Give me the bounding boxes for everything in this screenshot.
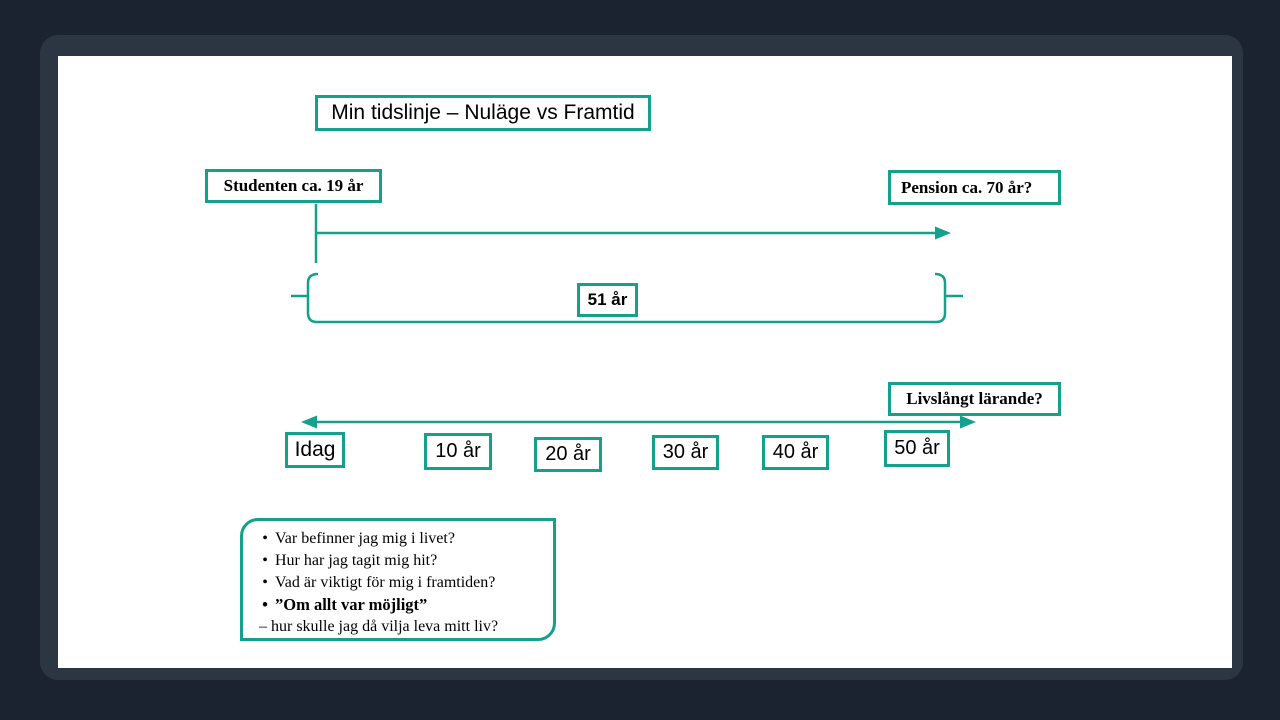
- marker-label: 20 år: [545, 443, 591, 465]
- slide-canvas: Min tidslinje – Nuläge vs Framtid Studen…: [58, 56, 1232, 668]
- span-duration-label: 51 år: [587, 290, 628, 309]
- timeline-end-box: Pension ca. 70 år?: [888, 170, 1061, 205]
- connector-layer: [291, 204, 976, 429]
- slide-title: Min tidslinje – Nuläge vs Framtid: [331, 101, 635, 124]
- bottom-timeline-arrowhead-left: [301, 415, 317, 429]
- marker-box-10ar: 10 år: [424, 433, 492, 470]
- timeline-start-label: Studenten ca. 19 år: [223, 176, 364, 195]
- bubble-bullet-text: Var befinner jag mig i livet?: [275, 530, 455, 547]
- timeline-start-box: Studenten ca. 19 år: [205, 169, 382, 203]
- bullet-icon: •: [262, 552, 268, 569]
- bubble-footer-line: – hur skulle jag då vilja leva mitt liv?: [259, 618, 499, 635]
- bubble-bullet-item: • ”Om allt var möjligt”: [255, 594, 543, 616]
- bubble-bullet-item: • Var befinner jag mig i livet?: [255, 528, 543, 550]
- marker-box-30ar: 30 år: [652, 435, 719, 470]
- marker-box-50ar: 50 år: [884, 430, 950, 467]
- bubble-bullet-text: ”Om allt var möjligt”: [275, 595, 428, 614]
- timeline-end-label: Pension ca. 70 år?: [901, 177, 1033, 197]
- marker-box-40ar: 40 år: [762, 435, 829, 470]
- span-duration-box: 51 år: [577, 283, 638, 317]
- bullet-icon: •: [262, 574, 268, 591]
- bullet-icon: •: [262, 595, 268, 614]
- reflection-bubble: • Var befinner jag mig i livet? • Hur ha…: [240, 518, 556, 641]
- slide-title-box: Min tidslinje – Nuläge vs Framtid: [315, 95, 651, 131]
- marker-label: Idag: [294, 438, 336, 461]
- lifelong-learning-label: Livslångt lärande?: [906, 389, 1043, 408]
- bubble-bullet-text: Hur har jag tagit mig hit?: [275, 552, 438, 569]
- bullet-icon: •: [262, 530, 268, 547]
- marker-label: 50 år: [894, 437, 940, 459]
- lifelong-learning-box: Livslångt lärande?: [888, 382, 1061, 416]
- marker-label: 10 år: [435, 440, 481, 462]
- marker-label: 40 år: [772, 441, 819, 463]
- bubble-bullet-item: • Hur har jag tagit mig hit?: [255, 550, 543, 572]
- marker-box-20ar: 20 år: [534, 437, 602, 472]
- marker-label: 30 år: [662, 441, 709, 463]
- marker-box-idag: Idag: [285, 432, 345, 468]
- top-timeline-arrowhead: [935, 226, 951, 240]
- bottom-timeline-arrowhead-right: [960, 415, 976, 429]
- bubble-bullet-item: • Vad är viktigt för mig i framtiden?: [255, 572, 543, 594]
- bubble-bullet-text: Vad är viktigt för mig i framtiden?: [275, 574, 496, 591]
